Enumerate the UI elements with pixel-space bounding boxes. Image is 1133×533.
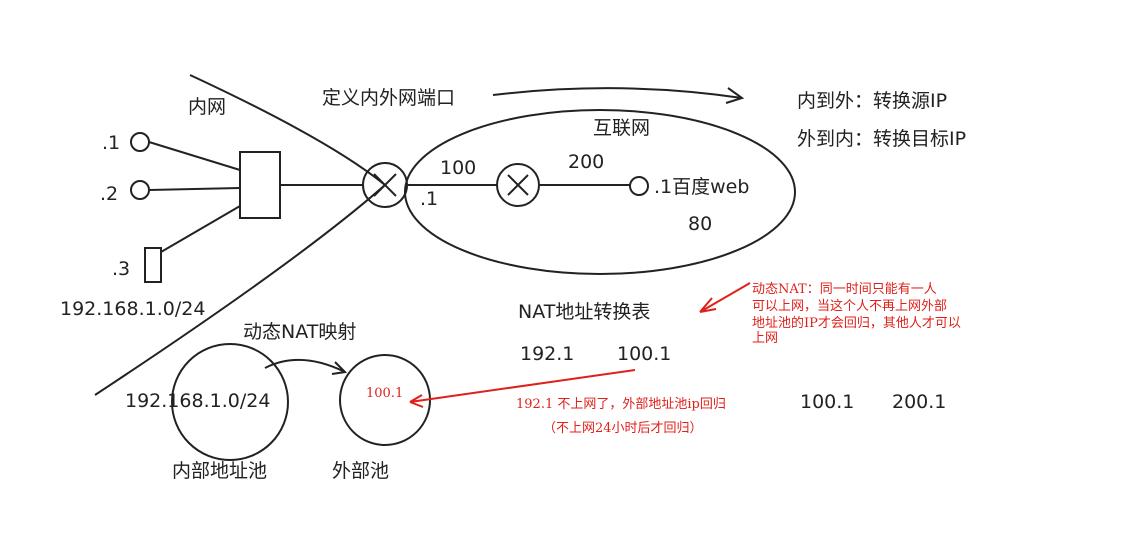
inner-pool-label: 内部地址池 [172, 460, 267, 482]
subnet-label: 192.168.1.0/24 [60, 298, 205, 320]
link-100-label: 100 [440, 157, 476, 179]
in-to-out-label: 内到外：转换源IP [797, 90, 947, 112]
define-ports-label: 定义内外网端口 [322, 87, 455, 109]
web-server [629, 176, 649, 196]
release-note-2: （不上网24小时后才回归） [543, 421, 703, 436]
port-label: 80 [688, 213, 712, 235]
host3-label: .3 [112, 258, 130, 280]
out-to-in-label: 外到内：转换目标IP [797, 128, 966, 150]
inner-pool-addr: 192.168.1.0/24 [125, 390, 270, 412]
arrow [492, 87, 745, 104]
switch [239, 151, 281, 219]
note-line: 地址池的IP才会回归，其他人才可以 [752, 315, 961, 331]
boundary-curve [94, 74, 387, 396]
note-line: 可以上网，当这个人不再上网外部 [752, 298, 947, 314]
nat-row2-b: 200.1 [892, 391, 946, 413]
intranet-label: 内网 [188, 96, 226, 118]
outer-pool-addr: 100.1 [366, 386, 403, 401]
internet-ellipse [404, 109, 796, 275]
host-1 [130, 132, 150, 152]
host-3 [144, 247, 162, 283]
note-line: 上网 [752, 331, 778, 346]
annotation-arrow [409, 369, 636, 408]
link-200-label: 200 [568, 151, 604, 173]
internet-label: 互联网 [593, 117, 650, 139]
release-note: 192.1 不上网了，外部地址池ip回归 [516, 397, 726, 412]
dynamic-nat-label: 动态NAT映射 [243, 321, 356, 343]
inner-pool-circle [171, 343, 289, 461]
annotation-arrow [699, 282, 751, 313]
nat-row1-out: 100.1 [617, 343, 671, 365]
outer-pool-label: 外部池 [332, 460, 389, 482]
router-inside-label: .1 [420, 188, 438, 210]
host1-label: .1 [102, 132, 120, 154]
baidu-label: .1百度web [654, 176, 749, 198]
nat-table-title: NAT地址转换表 [518, 301, 650, 323]
host2-label: .2 [100, 183, 118, 205]
nat-row2-a: 100.1 [800, 391, 854, 413]
nat-row1-in: 192.1 [520, 343, 574, 365]
host-2 [130, 180, 150, 200]
note-line: 动态NAT：同一时间只能有一人 [752, 282, 937, 297]
